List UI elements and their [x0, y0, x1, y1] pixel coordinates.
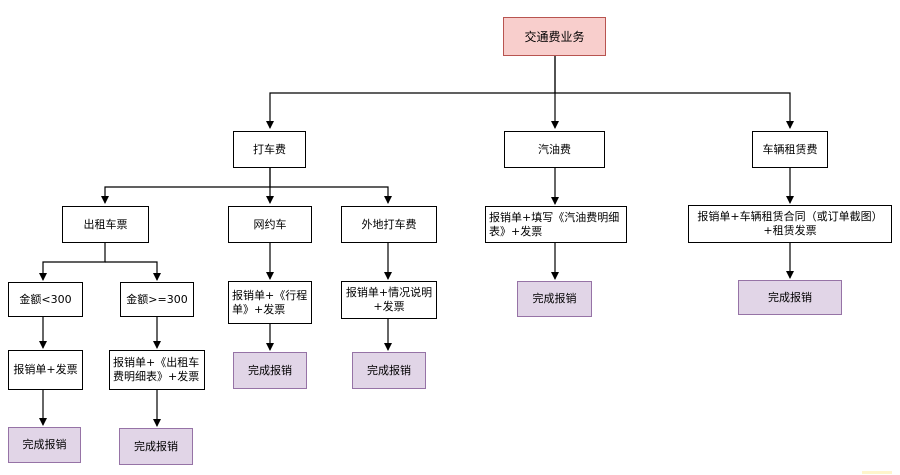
- corner-highlight: [862, 471, 892, 474]
- node-transport-expense: 交通费业务: [503, 17, 606, 56]
- node-ride-hailing: 网约车: [228, 206, 312, 243]
- edge-ticket-ge300: [105, 261, 161, 281]
- node-out-of-town-documents: 报销单+情况说明 +发票: [341, 281, 437, 319]
- node-taxi-fee: 打车费: [233, 131, 306, 168]
- node-out-of-town-taxi: 外地打车费: [341, 206, 437, 243]
- node-fuel-complete: 完成报销: [517, 281, 592, 317]
- node-amount-ge-300-documents: 报销单+《出租车 费明细表》+发票: [109, 350, 205, 390]
- node-amount-lt-300-complete: 完成报销: [8, 427, 81, 463]
- node-fuel-fee: 汽油费: [504, 131, 605, 168]
- edge-ticket-lt300: [39, 243, 106, 281]
- node-amount-lt-300-documents: 报销单+发票: [8, 350, 83, 390]
- node-amount-lt-300: 金额<300: [8, 282, 83, 317]
- node-amount-ge-300: 金额>=300: [120, 282, 194, 317]
- edge-root-rental: [555, 92, 794, 129]
- node-out-of-town-complete: 完成报销: [352, 352, 426, 389]
- node-amount-ge-300-complete: 完成报销: [119, 428, 193, 465]
- edge-taxi-ticket: [101, 168, 271, 204]
- node-taxi-ticket: 出租车票: [62, 206, 149, 243]
- node-rental-documents: 报销单+车辆租赁合同（或订单截图） +租赁发票: [688, 205, 892, 243]
- node-rental-complete: 完成报销: [738, 280, 842, 315]
- edge-root-taxi: [266, 56, 556, 129]
- node-ride-hailing-documents: 报销单+《行程 单》+发票: [228, 281, 312, 324]
- edge-taxi-outoftown: [270, 186, 392, 204]
- node-fuel-documents: 报销单+填写《汽油费明细 表》+发票: [485, 206, 627, 243]
- node-ride-hailing-complete: 完成报销: [233, 352, 307, 389]
- node-vehicle-rental-fee: 车辆租赁费: [752, 131, 828, 168]
